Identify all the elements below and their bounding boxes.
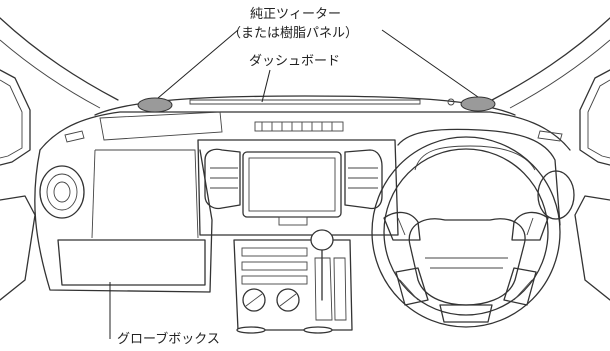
left-door (0, 69, 36, 301)
glovebox-label: グローブボックス (117, 332, 220, 347)
tweeter-left (137, 97, 173, 113)
tweeter-label-line2: （または樹脂パネル） (228, 26, 359, 41)
leader-lines (109, 29, 479, 339)
lower-console (233, 229, 353, 334)
tweeter-right (460, 96, 496, 112)
steering-wheel (371, 136, 561, 328)
instrument-cluster (397, 128, 561, 226)
windshield-frame (0, 17, 610, 109)
left-air-vent (39, 130, 85, 219)
glovebox (34, 149, 213, 293)
dashboard-label: ダッシュボード (249, 54, 341, 69)
tweeter-label-line1: 純正ツィーター (250, 7, 342, 22)
right-door (574, 69, 610, 301)
center-console (197, 139, 399, 236)
